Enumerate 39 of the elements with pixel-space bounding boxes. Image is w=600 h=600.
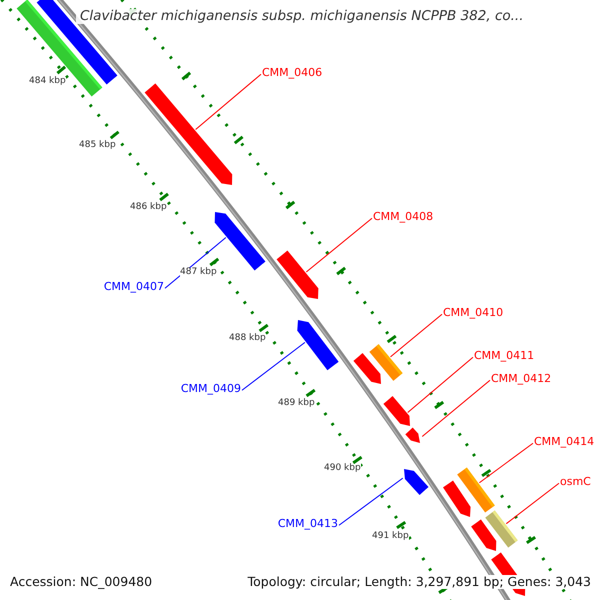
leader-line: [195, 74, 262, 130]
leader-line: [422, 380, 490, 438]
gene-label: CMM_0414: [534, 436, 594, 448]
gene-label: CMM_0406: [262, 67, 322, 80]
gene-feature: [443, 480, 471, 517]
gene-label: CMM_0408: [373, 211, 434, 224]
gene-feature: [214, 212, 266, 270]
scale-label: 484 kbp: [29, 77, 66, 87]
gene-feature: [471, 520, 496, 551]
leader-line: [306, 218, 372, 273]
gene-label: CMM_0409: [180, 383, 241, 396]
leader-line: [506, 482, 560, 524]
gene-feature: [353, 353, 381, 384]
gene-label: CMM_0407: [104, 281, 164, 294]
gene-feature: [404, 469, 428, 496]
scale-label: 488 kbp: [229, 334, 266, 344]
gene-feature: [144, 83, 232, 185]
gene-feature: [297, 320, 339, 370]
leader-line: [407, 356, 474, 413]
leader-line: [338, 478, 404, 526]
gene-label: osmC: [560, 476, 591, 488]
scale-label: 489 kbp: [278, 399, 315, 409]
scale-label: 487 kbp: [180, 268, 217, 278]
scale-label: 485 kbp: [79, 141, 116, 151]
gene-label: CMM_0413: [278, 518, 338, 530]
leader-line: [478, 442, 534, 484]
gene-label: CMM_0411: [474, 350, 534, 362]
gene-feature: [276, 250, 318, 299]
gene-label: CMM_0410: [443, 307, 504, 320]
accession-text: Accession: NC_009480: [10, 575, 152, 589]
leader-line: [390, 314, 442, 358]
scale-label: 491 kbp: [372, 532, 409, 542]
gene-label: CMM_0412: [491, 373, 552, 386]
scale-label: 490 kbp: [324, 464, 361, 474]
genome-summary: Topology: circular; Length: 3,297,891 bp; Genes: 3,043: [248, 575, 591, 589]
gene-feature: [405, 428, 420, 443]
leader-line: [242, 342, 306, 391]
gene-feature: [383, 396, 410, 426]
scale-label: 486 kbp: [130, 203, 167, 213]
